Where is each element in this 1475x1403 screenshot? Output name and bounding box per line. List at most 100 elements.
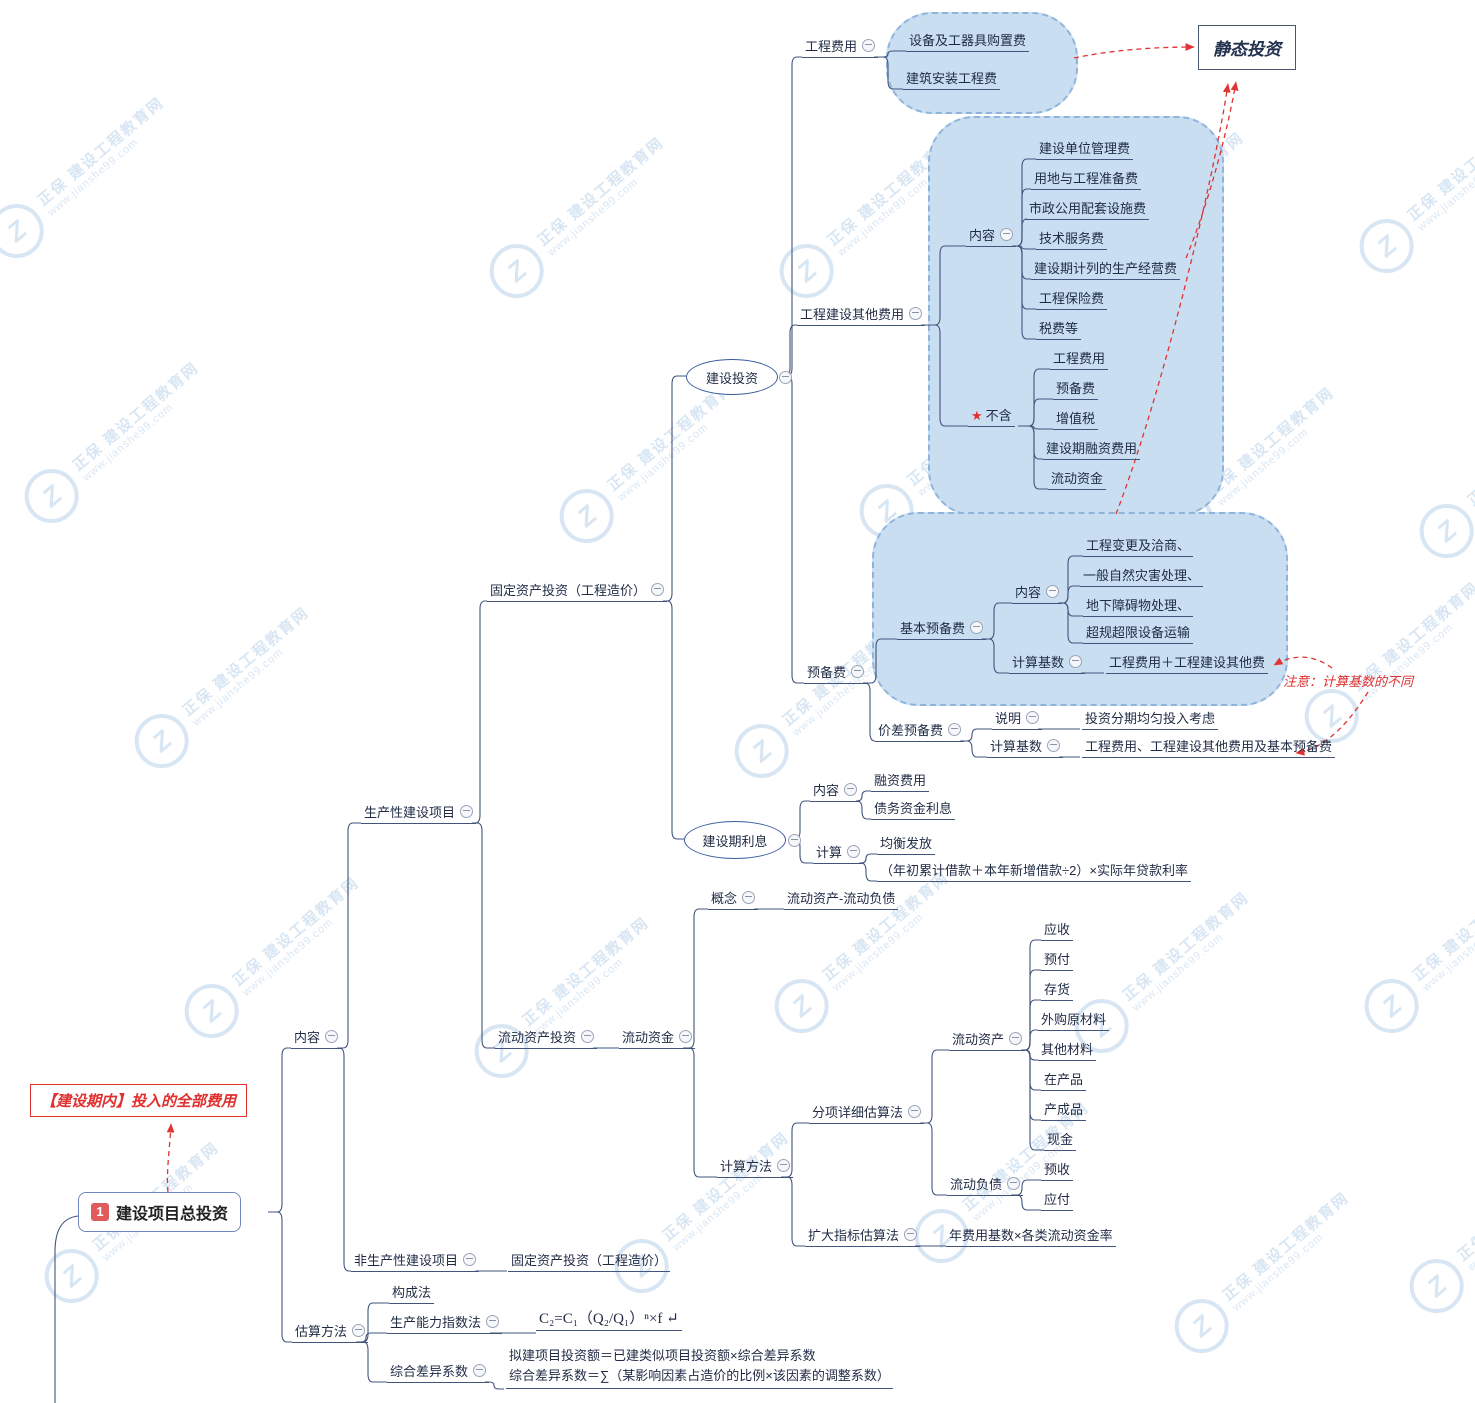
collapse-icon[interactable] [1069,655,1083,668]
node-estimate-methods[interactable]: 估算方法 [292,1322,369,1343]
collapse-icon[interactable] [844,783,858,796]
collapse-icon[interactable] [847,845,861,858]
node-capacity-index-method[interactable]: 生产能力指数法 [387,1313,503,1334]
node-content-branch[interactable]: 内容 [291,1028,342,1049]
collapse-icon[interactable] [742,891,756,904]
collapse-icon[interactable] [325,1030,339,1043]
collapse-icon[interactable] [904,1228,918,1241]
collapse-icon[interactable] [486,1315,500,1328]
collapse-icon[interactable] [1047,739,1061,752]
node-basic-reserve-fee[interactable]: 基本预备费 [897,619,987,640]
node-price-reserve-calc-base-value[interactable]: 工程费用、工程建设其他费用及基本预备费 [1082,737,1336,758]
node-calc-method[interactable]: 计算方法 [717,1157,794,1178]
node-expanded-index-value[interactable]: 年费用基数×各类流动资金率 [946,1226,1116,1247]
collapse-icon[interactable] [1009,1032,1023,1045]
node-diff-coefficient-method[interactable]: 综合差异系数 [387,1362,490,1383]
node-interest-calculation[interactable]: 计算 [813,843,864,864]
collapse-icon[interactable] [651,583,665,596]
node-natural-disaster[interactable]: 一般自然灾害处理、 [1080,566,1204,587]
node-price-reserve-calc-base[interactable]: 计算基数 [987,737,1064,758]
node-static-investment[interactable]: 静态投资 [1198,25,1296,70]
node-nonproductive-fixed-asset[interactable]: 固定资产投资（工程造价） [508,1251,671,1272]
node-cash[interactable]: 现金 [1044,1130,1077,1151]
node-municipal-facilities-fee[interactable]: 市政公用配套设施费 [1026,199,1150,220]
node-receivables[interactable]: 应收 [1041,920,1074,941]
node-other-construction-costs[interactable]: 工程建设其他费用 [797,305,926,326]
node-basic-reserve-content[interactable]: 内容 [1012,583,1063,604]
node-advances-received[interactable]: 预收 [1041,1160,1074,1181]
node-technical-service-fee[interactable]: 技术服务费 [1036,229,1108,250]
node-composition-method[interactable]: 构成法 [389,1283,435,1304]
node-engineering-insurance-fee[interactable]: 工程保险费 [1036,289,1108,310]
node-price-reserve-note-value[interactable]: 投资分期均匀投入考虑 [1082,709,1219,730]
node-ni-engineering-cost[interactable]: 工程费用 [1050,349,1109,370]
collapse-icon[interactable] [679,1030,693,1043]
node-interest-content[interactable]: 内容 [810,781,861,802]
node-current-assets[interactable]: 流动资产 [949,1030,1026,1051]
node-reserve-fee[interactable]: 预备费 [804,663,868,684]
node-finished-goods[interactable]: 产成品 [1041,1100,1087,1121]
node-diff-coefficient-formulas[interactable]: 拟建项目投资额＝已建类似项目投资额×综合差异系数 综合差异系数＝∑（某影响因素占… [506,1346,893,1389]
collapse-icon[interactable] [908,1105,922,1118]
collapse-icon[interactable] [788,834,801,847]
node-expanded-index-estimation[interactable]: 扩大指标估算法 [805,1226,921,1247]
collapse-icon[interactable] [473,1364,487,1377]
node-fixed-asset-investment[interactable]: 固定资产投资（工程造价） [487,581,668,602]
node-purchased-raw-materials[interactable]: 外购原材料 [1038,1010,1110,1031]
node-not-included[interactable]: ★不含 [968,406,1015,427]
node-price-diff-reserve[interactable]: 价差预备费 [875,721,965,742]
node-itemized-estimation[interactable]: 分项详细估算法 [809,1103,925,1124]
collapse-icon[interactable] [779,371,792,384]
collapse-icon[interactable] [1026,711,1040,724]
node-taxes-etc[interactable]: 税费等 [1036,319,1082,340]
root-node-total-investment[interactable]: 1 建设项目总投资 [78,1192,242,1232]
collapse-icon[interactable] [581,1030,595,1043]
node-debt-interest[interactable]: 债务资金利息 [871,799,956,820]
node-ni-reserve-fee[interactable]: 预备费 [1053,379,1099,400]
node-concept-label[interactable]: 概念 [708,889,759,910]
collapse-icon[interactable] [463,1253,477,1266]
node-price-reserve-note-label[interactable]: 说明 [992,709,1043,730]
node-interest-formula[interactable]: （年初累计借款＋本年新增借款÷2）×实际年贷款利率 [877,861,1191,882]
collapse-icon[interactable] [1000,228,1014,241]
node-change-negotiation[interactable]: 工程变更及洽商、 [1083,536,1194,557]
node-payables[interactable]: 应付 [1041,1190,1074,1211]
node-current-asset-investment[interactable]: 流动资产投资 [495,1028,598,1049]
collapse-icon[interactable] [1007,1177,1021,1190]
node-production-operation-fee[interactable]: 建设期计列的生产经营费 [1031,259,1181,280]
node-work-in-progress[interactable]: 在产品 [1041,1070,1087,1091]
node-construction-interest[interactable]: 建设期利息 [684,821,786,859]
node-basic-reserve-calc-base[interactable]: 计算基数 [1009,653,1086,674]
node-inventory[interactable]: 存货 [1041,980,1074,1001]
node-ni-vat[interactable]: 增值税 [1053,409,1099,430]
node-basic-reserve-calc-base-value[interactable]: 工程费用＋工程建设其他费 [1106,653,1269,674]
collapse-icon[interactable] [460,805,474,818]
collapse-icon[interactable] [862,39,876,52]
collapse-icon[interactable] [777,1159,791,1172]
node-current-liabilities[interactable]: 流动负债 [947,1175,1024,1196]
node-owner-management-fee[interactable]: 建设单位管理费 [1036,139,1134,160]
node-nonproductive-project[interactable]: 非生产性建设项目 [351,1251,480,1272]
node-construction-investment[interactable]: 建设投资 [686,359,778,395]
node-financing-cost[interactable]: 融资费用 [871,771,930,792]
node-ni-financing-fee[interactable]: 建设期融资费用 [1043,439,1141,460]
collapse-icon[interactable] [851,665,865,678]
node-concept-value[interactable]: 流动资产-流动负债 [784,889,899,910]
node-working-capital[interactable]: 流动资金 [619,1028,696,1049]
node-engineering-cost[interactable]: 工程费用 [802,37,879,58]
node-equipment-purchase-fee[interactable]: 设备及工器具购置费 [906,31,1030,52]
collapse-icon[interactable] [970,621,984,634]
collapse-icon[interactable] [1046,585,1060,598]
collapse-icon[interactable] [352,1324,366,1337]
node-productive-project[interactable]: 生产性建设项目 [361,803,477,824]
node-building-installation-fee[interactable]: 建筑安装工程费 [903,69,1001,90]
annotation-total-cost-note[interactable]: 【建设期内】投入的全部费用 [30,1084,248,1117]
node-other-materials[interactable]: 其他材料 [1038,1040,1097,1061]
node-ni-working-capital[interactable]: 流动资金 [1048,469,1107,490]
node-oversize-equipment-transport[interactable]: 超规超限设备运输 [1083,623,1194,644]
collapse-icon[interactable] [909,307,923,320]
node-balanced-disbursement[interactable]: 均衡发放 [877,834,936,855]
node-underground-obstacle[interactable]: 地下障碍物处理、 [1083,596,1194,617]
node-other-costs-content[interactable]: 内容 [966,226,1017,247]
collapse-icon[interactable] [948,723,962,736]
